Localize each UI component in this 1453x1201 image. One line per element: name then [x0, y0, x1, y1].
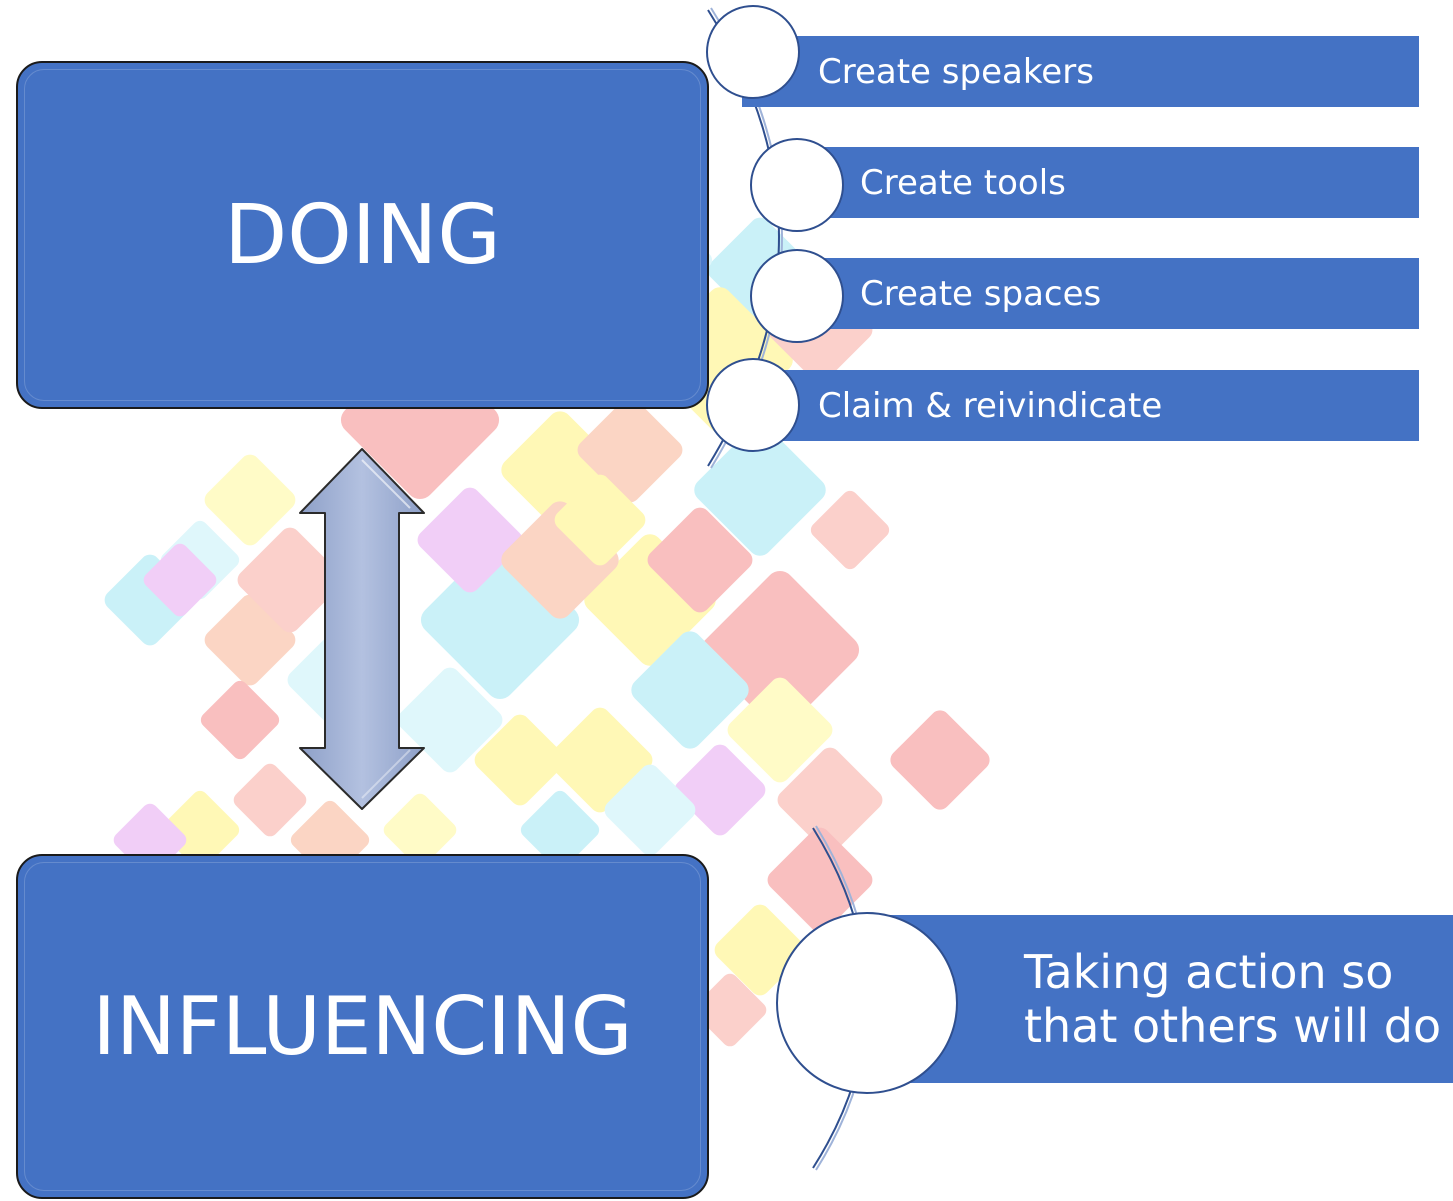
- item-create-speakers: Create speakers: [742, 36, 1419, 107]
- doing-box: DOING: [16, 61, 709, 409]
- item-label: Claim & reivindicate: [818, 385, 1163, 426]
- item-taking-action: Taking action so that others will do: [864, 915, 1453, 1083]
- item-label: Create speakers: [818, 51, 1094, 92]
- item-label: Create tools: [860, 162, 1066, 203]
- item-label: Taking action so that others will do: [1024, 945, 1442, 1053]
- bullet-circle-large: [776, 912, 958, 1094]
- item-create-spaces: Create spaces: [786, 258, 1419, 329]
- bullet-circle: [750, 249, 844, 343]
- bullet-circle: [750, 138, 844, 232]
- influencing-box: INFLUENCING: [16, 854, 709, 1199]
- bullet-circle: [706, 358, 800, 452]
- item-create-tools: Create tools: [786, 147, 1419, 218]
- item-label: Create spaces: [860, 273, 1102, 314]
- bullet-circle: [706, 5, 800, 99]
- item-claim-reivindicate: Claim & reivindicate: [742, 370, 1419, 441]
